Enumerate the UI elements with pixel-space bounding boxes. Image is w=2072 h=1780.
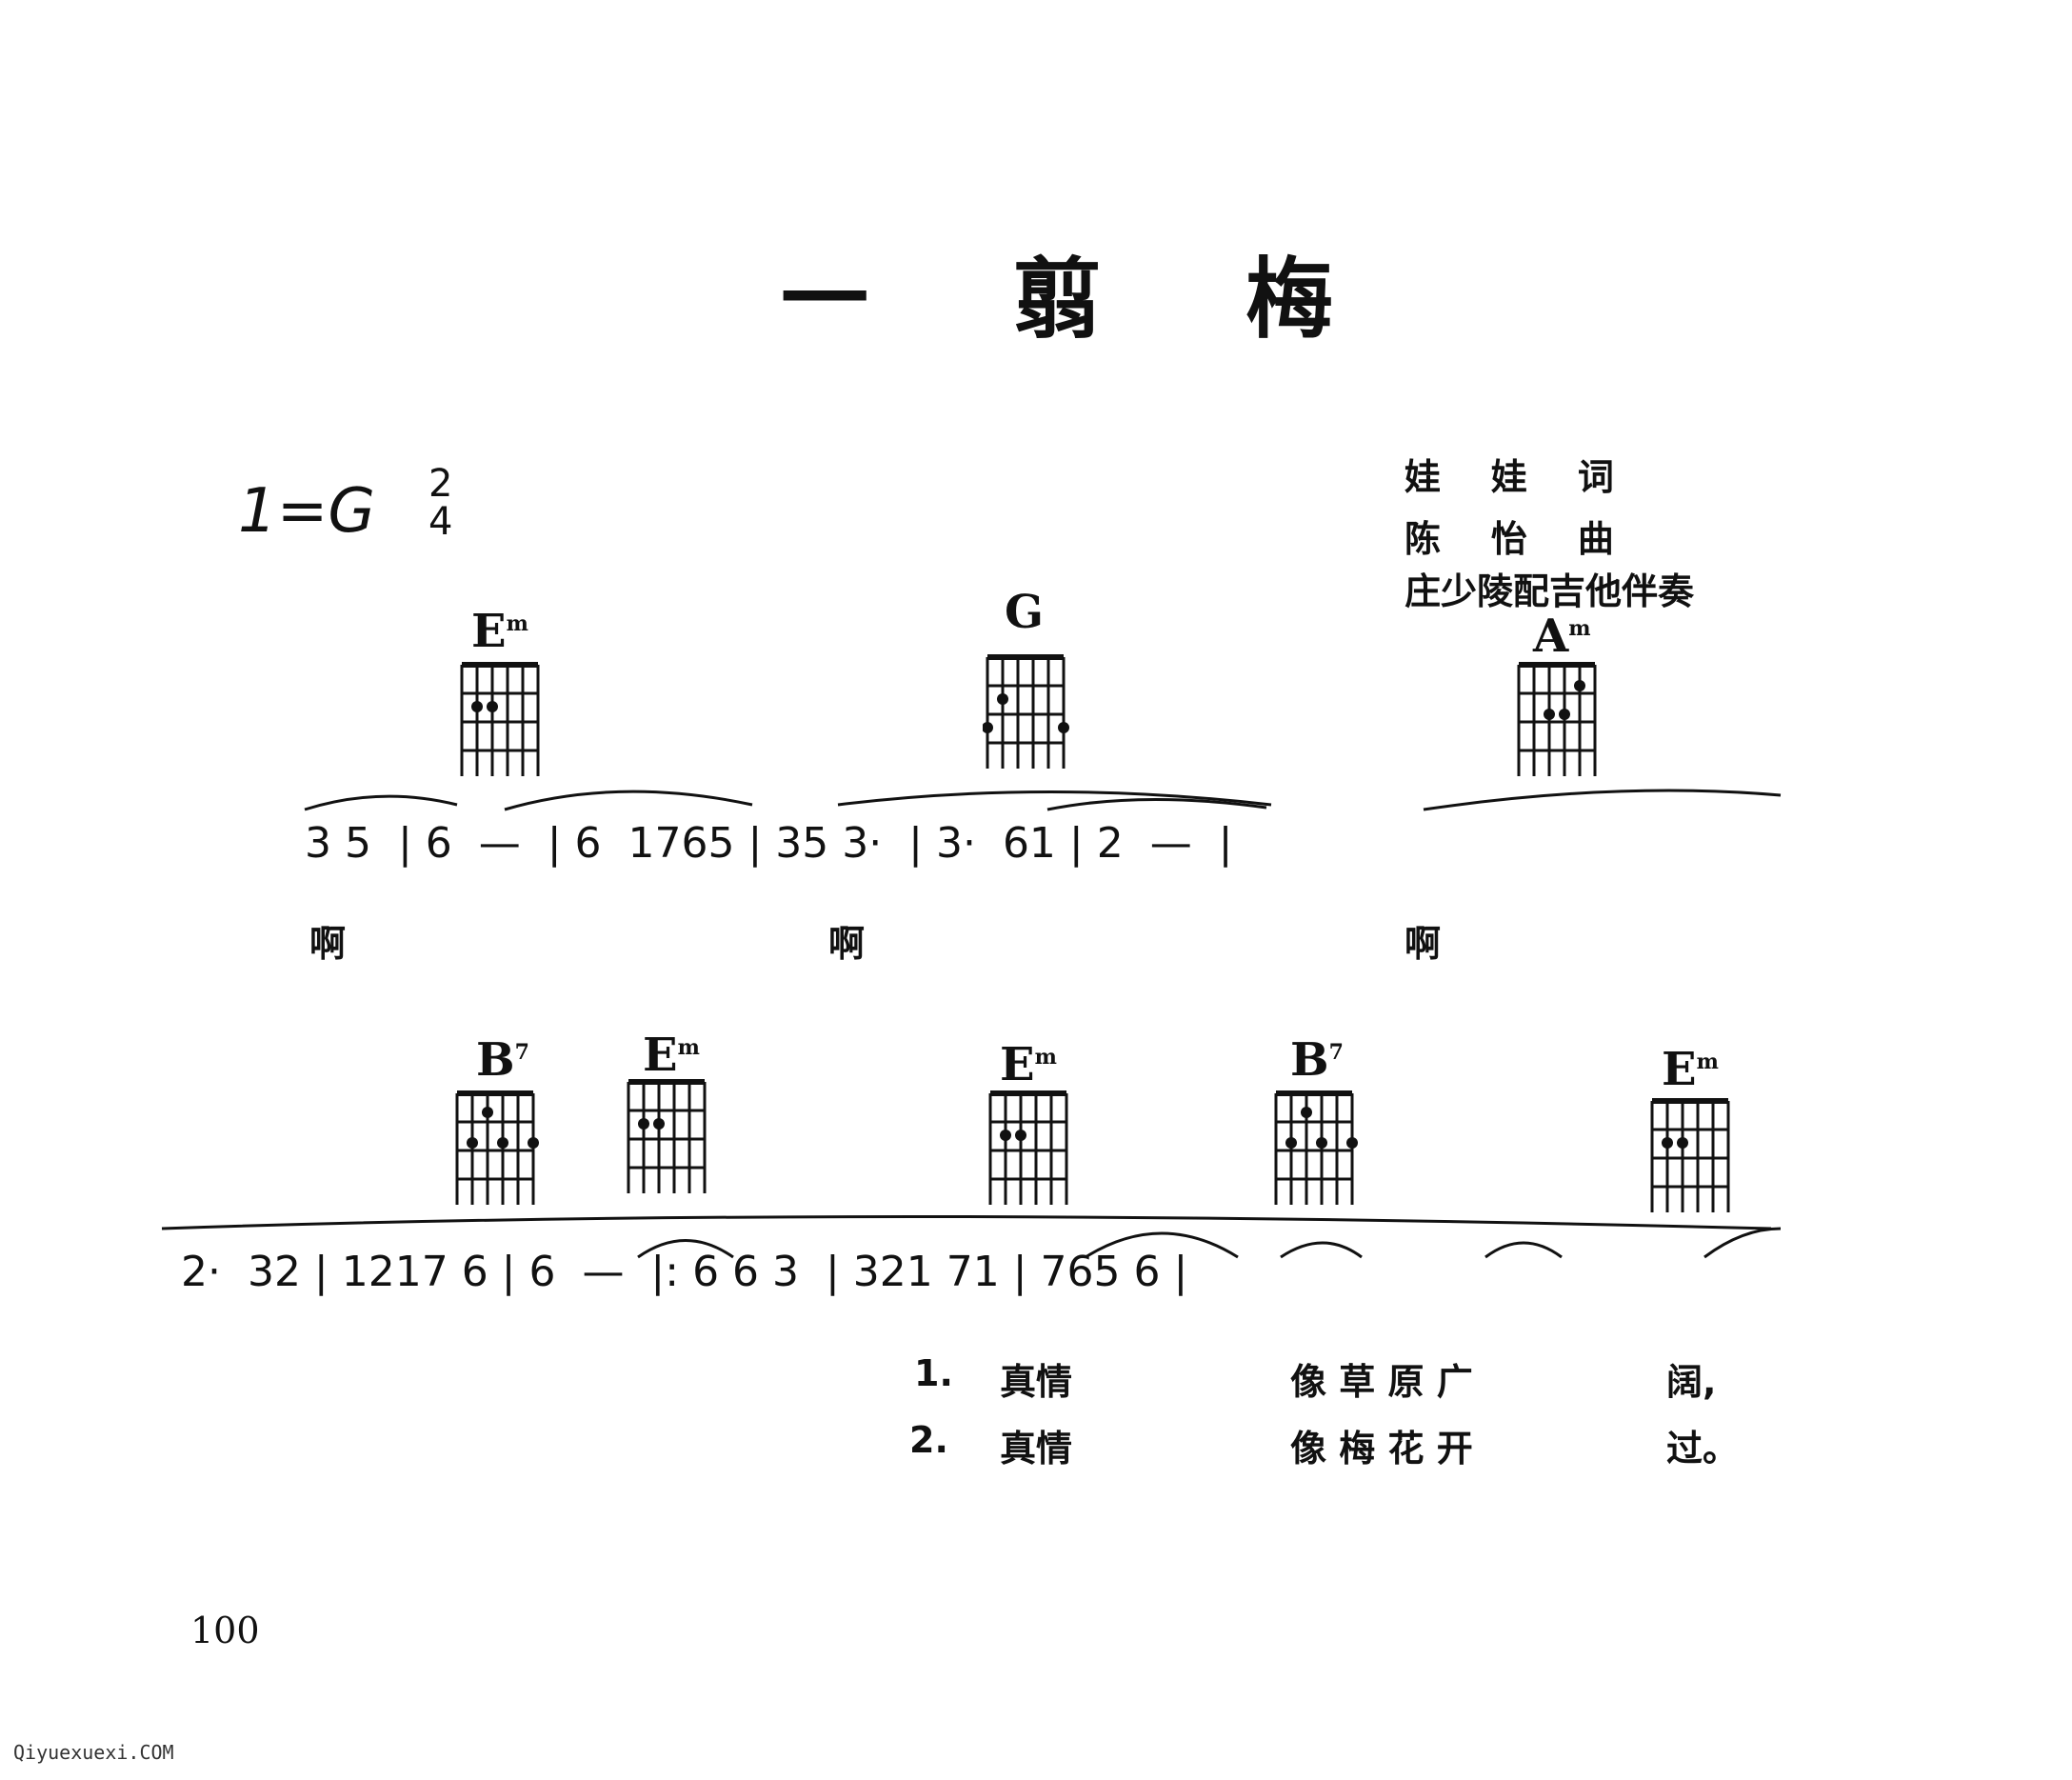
page-number: 100 (190, 1610, 260, 1651)
verse-number: 1. (914, 1352, 953, 1394)
verse-lyric: 像 梅 花 开 (1290, 1428, 1473, 1470)
composer-credit: 陈 怡 曲 (1405, 518, 1614, 560)
song-title: 一 翦 梅 (781, 249, 1391, 350)
chord-name: B7 (1290, 1033, 1344, 1087)
lyric: 啊 (309, 923, 347, 965)
chord-diagram (460, 662, 540, 776)
verse-lyric: 真情 (1000, 1428, 1073, 1470)
time-signature-top: 2 (428, 462, 453, 506)
chord-diagram (1274, 1090, 1358, 1205)
notation-line-2: 2· 32 | 1217 6 | 6 — |: 6 6 3 | 321 71 |… (181, 1248, 1188, 1296)
verse-lyric: 过。 (1666, 1428, 1740, 1470)
chord-name: Am (1533, 610, 1591, 663)
time-signature-bottom: 4 (428, 500, 453, 544)
chord-name: Em (471, 605, 528, 658)
verse-number: 2. (909, 1419, 948, 1461)
chord-name: B7 (476, 1033, 529, 1087)
verse-lyric: 阔, (1666, 1361, 1717, 1403)
chord-diagram (1650, 1098, 1730, 1212)
chord-diagram (983, 654, 1069, 769)
verse-lyric: 真情 (1000, 1361, 1073, 1403)
arranger-credit: 庄少陵配吉他伴奏 (1405, 570, 1695, 612)
time-signature: 2 4 (428, 465, 452, 541)
watermark: Qiyuexuexi.COM (13, 1741, 174, 1764)
chord-diagram (988, 1090, 1068, 1205)
chord-diagram (627, 1079, 707, 1193)
chord-name: Em (643, 1029, 700, 1082)
lyric: 啊 (828, 923, 866, 965)
chord-name: G (1005, 586, 1044, 639)
chord-name: Em (1000, 1038, 1057, 1091)
chord-diagram (1517, 662, 1597, 776)
verse-lyric: 像 草 原 广 (1290, 1361, 1473, 1403)
key-signature: 1=G (238, 476, 375, 547)
lyricist-credit: 娃 娃 词 (1405, 456, 1614, 498)
chord-name: Em (1662, 1043, 1719, 1096)
lyric: 啊 (1405, 923, 1442, 965)
chord-diagram (455, 1090, 539, 1205)
notation-line-1: 3 5 | 6 — | 6 1765 | 35 3· | 3· 61 | 2 —… (305, 819, 1233, 868)
